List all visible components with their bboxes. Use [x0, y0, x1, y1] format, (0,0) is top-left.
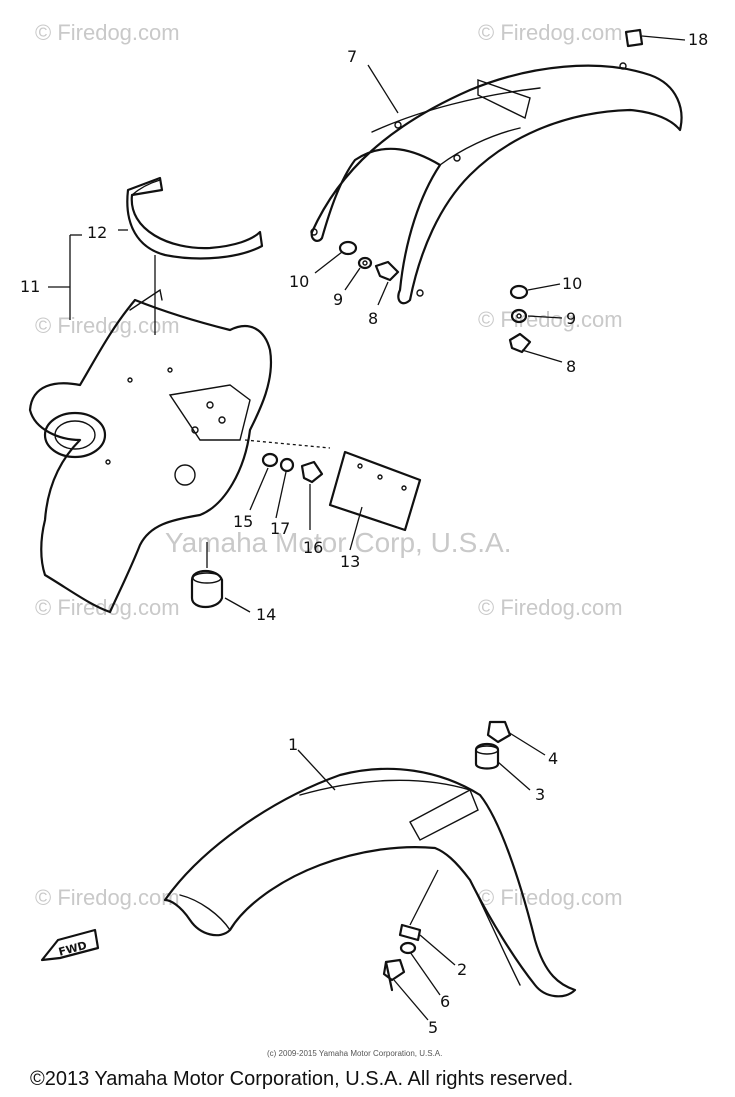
- cap-14: [190, 569, 224, 609]
- bracket-12: [126, 176, 264, 260]
- callout-15: 15: [233, 512, 253, 531]
- watermark-site: © Firedog.com: [35, 313, 180, 338]
- front-fender: [163, 767, 577, 998]
- watermark-yamaha: Yamaha Motor Corp, U.S.A.: [165, 527, 512, 558]
- callout-14: 14: [256, 605, 276, 624]
- callout-11: 11: [20, 277, 40, 296]
- forward-direction-arrow: FWD: [40, 928, 100, 962]
- fwd-label: FWD: [57, 939, 88, 959]
- callout-7: 7: [347, 47, 357, 66]
- hardware-group-middle: [244, 439, 331, 484]
- callout-13: 13: [340, 552, 360, 571]
- callout-9-right: 9: [566, 309, 576, 328]
- watermark-site: © Firedog.com: [478, 885, 623, 910]
- callout-12: 12: [87, 223, 107, 242]
- plate-13: [328, 450, 422, 532]
- footer-copyright: ©2013 Yamaha Motor Corporation, U.S.A. A…: [30, 1068, 573, 1090]
- leader-lines: [48, 35, 686, 1021]
- watermark-site: © Firedog.com: [35, 885, 180, 910]
- hardware-group-lower-right: [474, 720, 512, 770]
- headlight-housing-11: [28, 288, 273, 614]
- callout-17: 17: [270, 519, 290, 538]
- hardware-group-upper-left: [338, 240, 400, 282]
- small-copyright: (c) 2009-2015 Yamaha Motor Corporation, …: [267, 1049, 442, 1058]
- callout-8-left: 8: [368, 309, 378, 328]
- callout-3: 3: [535, 785, 545, 804]
- watermark-site: © Firedog.com: [35, 20, 180, 45]
- callout-8-right: 8: [566, 357, 576, 376]
- callout-2: 2: [457, 960, 467, 979]
- callout-9-left: 9: [333, 290, 343, 309]
- callout-10-left: 10: [289, 272, 309, 291]
- watermark-site: © Firedog.com: [35, 595, 180, 620]
- callout-4: 4: [548, 749, 558, 768]
- watermark-site: © Firedog.com: [478, 20, 623, 45]
- callout-1: 1: [288, 735, 298, 754]
- callout-18: 18: [688, 30, 708, 49]
- rear-fender: [310, 62, 683, 305]
- callout-10-right: 10: [562, 274, 582, 293]
- hardware-group-upper-right: [508, 284, 532, 354]
- watermark-site: © Firedog.com: [478, 595, 623, 620]
- callout-6: 6: [440, 992, 450, 1011]
- callout-5: 5: [428, 1018, 438, 1037]
- callout-16: 16: [303, 538, 323, 557]
- hardware-group-lower-left: [382, 923, 422, 992]
- callout-numbers: 7 18 12 11 10 9 8 10 9 8 15 17 16 13 14 …: [20, 30, 708, 1037]
- bolt-18: [624, 28, 644, 48]
- watermark-site: © Firedog.com: [478, 307, 623, 332]
- watermarks: © Firedog.com © Firedog.com © Firedog.co…: [35, 20, 623, 910]
